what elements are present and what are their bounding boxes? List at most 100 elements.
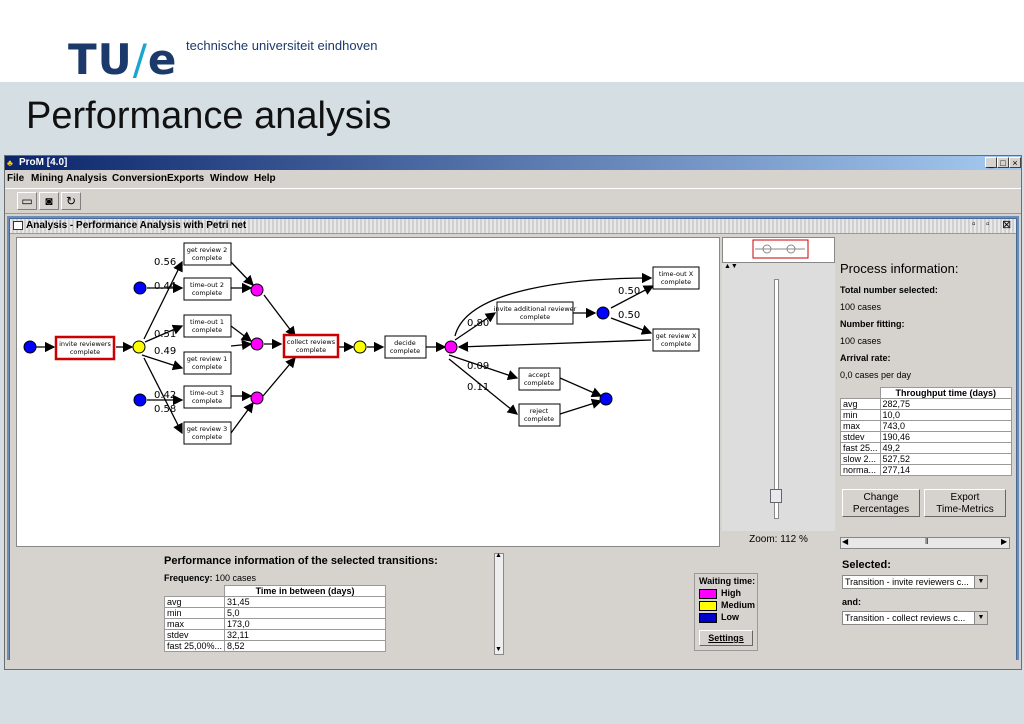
- menu-help[interactable]: Help: [254, 173, 276, 184]
- legend-high: High: [699, 588, 741, 599]
- graph-overview[interactable]: [722, 237, 835, 263]
- place-review-2[interactable]: [133, 281, 147, 295]
- low-swatch-icon: [699, 612, 717, 623]
- transition-get-review-1[interactable]: get review 1 complete: [183, 351, 232, 375]
- table-row[interactable]: norma...277,14: [840, 464, 1013, 476]
- svg-text:accept: accept: [528, 371, 550, 379]
- number-fitting-value: 100 cases: [840, 336, 882, 346]
- place-after-invite[interactable]: [132, 340, 146, 354]
- menu-file[interactable]: File: [7, 173, 25, 184]
- transition-accept[interactable]: accept complete: [518, 367, 561, 391]
- analysis-frame: Analysis - Performance Analysis with Pet…: [9, 218, 1017, 667]
- scroll-left-icon[interactable]: ◀: [842, 537, 849, 546]
- svg-text:complete: complete: [192, 326, 222, 334]
- menu-exports[interactable]: Exports: [167, 173, 205, 184]
- svg-text:complete: complete: [520, 313, 550, 321]
- iconify-icon[interactable]: ▫: [972, 219, 976, 230]
- chevron-down-icon[interactable]: ▼: [974, 576, 987, 588]
- scroll-grip-icon[interactable]: ‖: [925, 537, 929, 546]
- high-swatch-icon: [699, 588, 717, 599]
- menu-window[interactable]: Window: [210, 173, 249, 184]
- and-label: and:: [842, 597, 861, 607]
- chevron-down-icon[interactable]: ▼: [974, 612, 987, 624]
- transition-collect-reviews[interactable]: collect reviews complete: [282, 333, 340, 359]
- open-folder-icon[interactable]: ▭: [17, 192, 37, 210]
- transition-get-review-2[interactable]: get review 2 complete: [183, 242, 232, 266]
- table-row[interactable]: fast 25...49,2: [840, 442, 1013, 454]
- transition-get-review-x[interactable]: get review X complete: [652, 328, 700, 352]
- svg-text:invite reviewers: invite reviewers: [59, 340, 111, 348]
- svg-text:complete: complete: [661, 278, 691, 286]
- place-end[interactable]: [599, 392, 613, 406]
- transition-get-review-3[interactable]: get review 3 complete: [183, 421, 232, 445]
- transition-time-out-1[interactable]: time-out 1 complete: [183, 314, 232, 338]
- place-after-collect[interactable]: [353, 340, 367, 354]
- svg-text:complete: complete: [192, 433, 222, 441]
- place-review-3-done[interactable]: [250, 391, 264, 405]
- window-titlebar[interactable]: ♣ ProM [4.0] _ □ ×: [5, 156, 1021, 170]
- place-start[interactable]: [23, 340, 37, 354]
- transition-invite-reviewers[interactable]: invite reviewers complete: [54, 335, 116, 361]
- svg-text:complete: complete: [524, 415, 554, 423]
- table-row[interactable]: slow 2...527,52: [840, 453, 1013, 465]
- place-review-3[interactable]: [133, 393, 147, 407]
- close-frame-icon[interactable]: ⊠: [1002, 219, 1012, 231]
- scroll-down-icon[interactable]: ▼: [495, 646, 502, 653]
- transition-time-out-x[interactable]: time-out X complete: [652, 266, 700, 290]
- status-bar: [5, 660, 1021, 669]
- svg-text:complete: complete: [70, 348, 100, 356]
- svg-text:decide: decide: [394, 339, 416, 347]
- minimize-button[interactable]: _: [985, 157, 997, 168]
- scroll-right-icon[interactable]: ▶: [1001, 537, 1008, 546]
- menu-analysis[interactable]: Analysis: [66, 173, 108, 184]
- menu-mining[interactable]: Mining: [31, 173, 64, 184]
- scroll-up-icon[interactable]: ▲: [495, 552, 502, 559]
- place-review-2-done[interactable]: [250, 283, 264, 297]
- transition-decide[interactable]: decide complete: [384, 335, 427, 359]
- transition-reject[interactable]: reject complete: [518, 403, 561, 427]
- toolbar: ▭ ◙ ↻: [5, 188, 1021, 214]
- prob-058: 0.58: [154, 404, 176, 415]
- zoom-arrows-icon[interactable]: ▲▼: [724, 263, 738, 270]
- prom-app-icon: ♣: [7, 158, 13, 168]
- zoom-slider[interactable]: [774, 279, 779, 519]
- table-row[interactable]: fast 25,00%...8,52: [163, 640, 386, 652]
- prob-050-review: 0.50: [618, 310, 640, 321]
- restore-icon[interactable]: ▫: [986, 219, 990, 230]
- and-transition-dropdown[interactable]: Transition - collect reviews c...▼: [842, 611, 988, 625]
- menu-conversion[interactable]: Conversion: [112, 173, 168, 184]
- transition-invite-additional-reviewer[interactable]: invite additional reviewer complete: [494, 301, 577, 325]
- place-after-decide[interactable]: [444, 340, 458, 354]
- transition-time-out-3[interactable]: time-out 3 complete: [183, 385, 232, 409]
- svg-text:time-out 1: time-out 1: [190, 318, 224, 326]
- petri-net-canvas: invite reviewers complete get review 2 c…: [23, 242, 700, 445]
- vertical-scrollbar[interactable]: ▲ ▼: [494, 552, 504, 655]
- horizontal-scrollbar[interactable]: ◀ ‖ ▶: [840, 537, 1010, 549]
- petri-net-graph[interactable]: invite reviewers complete get review 2 c…: [16, 237, 720, 547]
- medium-swatch-icon: [699, 600, 717, 611]
- binoculars-icon[interactable]: ◙: [39, 192, 59, 210]
- analysis-frame-titlebar[interactable]: Analysis - Performance Analysis with Pet…: [10, 219, 1016, 234]
- zoom-slider-thumb[interactable]: [770, 489, 782, 503]
- close-button[interactable]: ×: [1009, 157, 1021, 168]
- selected-transition-dropdown[interactable]: Transition - invite reviewers c...▼: [842, 575, 988, 589]
- maximize-button[interactable]: □: [997, 157, 1009, 168]
- transition-time-out-2[interactable]: time-out 2 complete: [183, 277, 232, 301]
- settings-button[interactable]: Settings: [699, 630, 753, 646]
- refresh-icon[interactable]: ↻: [61, 192, 81, 210]
- place-review-1-done[interactable]: [250, 337, 264, 351]
- place-additional[interactable]: [596, 306, 610, 320]
- svg-text:complete: complete: [192, 289, 222, 297]
